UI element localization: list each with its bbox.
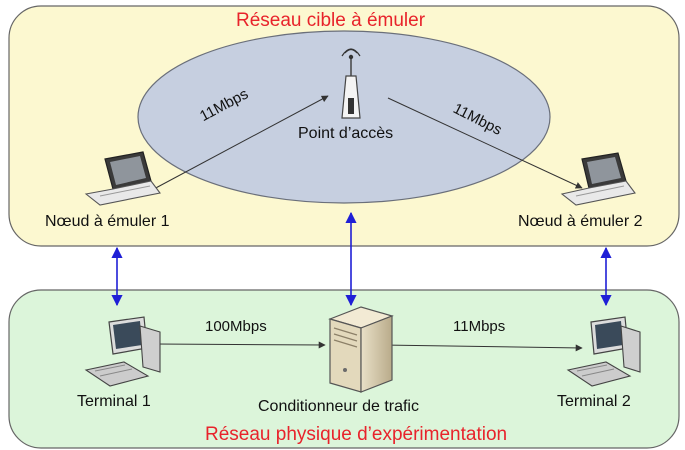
access-point-icon — [341, 48, 361, 119]
terminal2-label: Terminal 2 — [557, 393, 631, 410]
server-tower-icon — [328, 306, 394, 393]
wired-link-left-arrow — [154, 341, 326, 349]
wired-link-left-label: 100Mbps — [205, 318, 267, 335]
conditioner-label: Conditionneur de trafic — [258, 398, 419, 415]
access-point-label: Point d’accès — [298, 125, 394, 142]
laptop-icon — [560, 152, 636, 206]
wifi-link-left-arrow — [151, 95, 329, 191]
wired-link-right-arrow — [381, 344, 583, 352]
physical-network-title: Réseau physique d’expérimentation — [205, 424, 508, 445]
terminal1-label: Terminal 1 — [77, 393, 151, 410]
target-network-title: Réseau cible à émuler — [236, 10, 426, 31]
laptop-icon — [84, 151, 161, 206]
node2-label: Nœud à émuler 2 — [518, 213, 643, 230]
wired-link-right-label: 11Mbps — [453, 318, 506, 335]
node1-label: Nœud à émuler 1 — [45, 213, 170, 230]
desktop-computer-icon — [566, 316, 641, 387]
wifi-link-right-arrow — [387, 97, 583, 189]
desktop-computer-icon — [84, 316, 161, 387]
